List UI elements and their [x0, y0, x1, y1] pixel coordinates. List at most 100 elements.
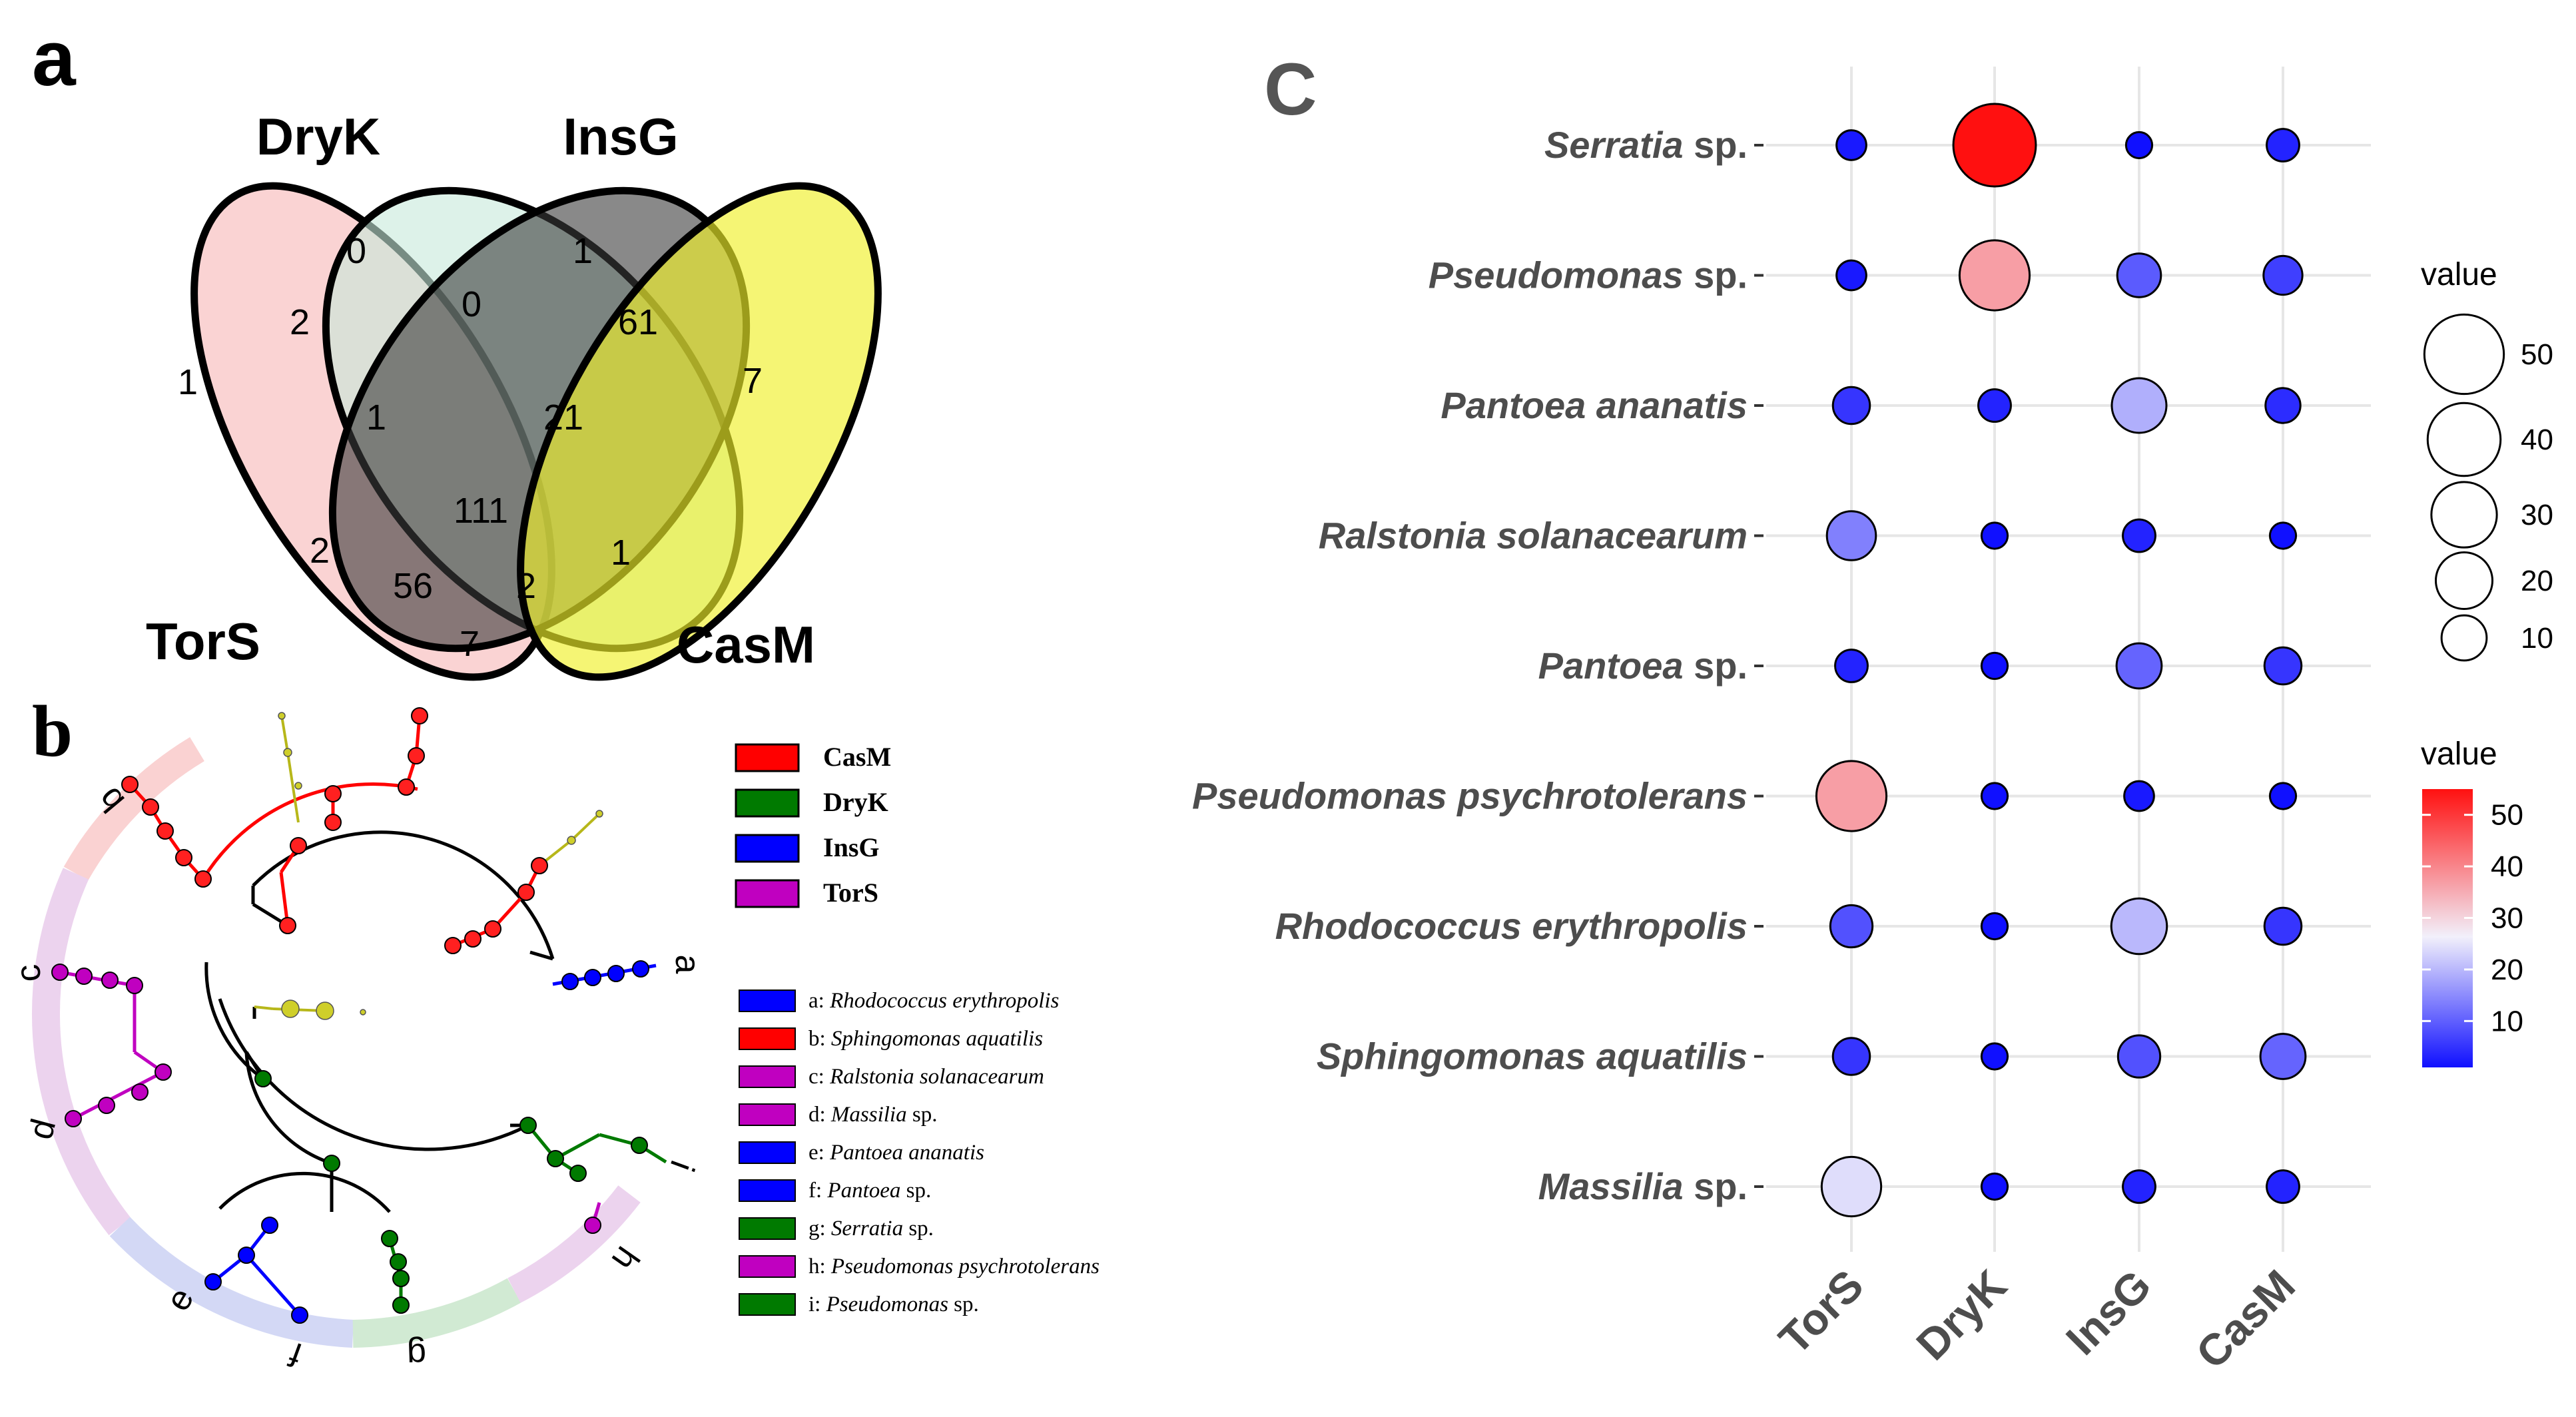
- bubble-point: [2268, 782, 2298, 810]
- size-legend-circle: [2430, 481, 2498, 549]
- venn-set-label-casm: CasM: [677, 615, 815, 674]
- clade-backbone: [204, 830, 555, 1213]
- venn-region-values: 0 1 1 7 2 0 61 1 21 111 2 56 1 2 7: [178, 231, 763, 664]
- taxa-name: Pseudomonas: [826, 1292, 948, 1316]
- bubble-point: [1825, 510, 1877, 561]
- size-legend-circle: [2434, 551, 2494, 611]
- color-legend-label: 10: [2491, 1005, 2523, 1037]
- taxa-name: Serratia: [831, 1217, 903, 1241]
- clade-tip-label: h: [604, 1239, 647, 1277]
- taxa-legend-item: i: Pseudomonas sp.: [739, 1292, 979, 1316]
- venn-region-value: 7: [743, 361, 763, 401]
- taxon-name: Pseudomonas: [1429, 254, 1684, 296]
- bubble-point: [1980, 651, 2009, 681]
- taxa-suffix: sp.: [900, 1179, 931, 1203]
- venn-region-value: 21: [543, 398, 583, 437]
- clade-nodes-insg: [204, 960, 649, 1324]
- panel-label-c: C: [1264, 49, 1317, 131]
- bubble-point: [2116, 252, 2162, 298]
- venn-region-value: 1: [178, 362, 198, 402]
- taxon-suffix: sp.: [1684, 1165, 1748, 1207]
- bubble-point: [1831, 1037, 1871, 1076]
- size-legend-label: 20: [2521, 565, 2553, 597]
- bubble-point: [2116, 1034, 2162, 1079]
- taxa-legend-item: e: Pantoea ananatis: [739, 1141, 984, 1165]
- taxa-key: f: [808, 1179, 816, 1203]
- taxa-name: Pantoea: [826, 1179, 900, 1203]
- bubble-point: [2264, 387, 2302, 424]
- clade-nodes-casm: [121, 707, 548, 954]
- clade-tip-label: a: [668, 955, 707, 974]
- y-tick-label: Pseudomonas psychrotolerans: [1192, 775, 1748, 817]
- taxon-name: Rhodococcus erythropolis: [1275, 905, 1748, 947]
- bubble-point: [2268, 521, 2298, 550]
- y-tick-label: Massilia sp.: [1538, 1165, 1748, 1207]
- bubble-point: [2262, 254, 2304, 296]
- legend-group-label: TorS: [823, 878, 878, 908]
- size-legend-circle: [2426, 402, 2502, 477]
- taxa-name: Pseudomonas psychrotolerans: [830, 1255, 1100, 1278]
- taxa-legend-item: f: Pantoea sp.: [739, 1179, 931, 1203]
- venn-region-value: 1: [366, 398, 386, 437]
- venn-region-value: 2: [516, 566, 536, 606]
- bubble-panel: C Serratia sp.Pseudomonas sp.Pantoea ana…: [1192, 49, 2553, 1378]
- bubble-point: [2122, 1169, 2156, 1204]
- clade-group-legend: CasM DryK InsG TorS: [735, 742, 891, 908]
- clade-ring-segment: [32, 868, 131, 1236]
- y-tick-label: Sphingomonas aquatilis: [1317, 1035, 1748, 1077]
- taxon-name: Ralstonia solanacearum: [1319, 515, 1748, 557]
- venn-set-label-dryk: DryK: [256, 107, 380, 166]
- venn-region-value: 2: [310, 531, 330, 571]
- taxon-name: Serratia: [1544, 124, 1684, 166]
- taxa-key: h: [808, 1255, 820, 1278]
- taxa-legend-item: d: Massilia sp.: [739, 1103, 937, 1127]
- bubble-point: [1952, 103, 2037, 188]
- taxon-name: Massilia: [1538, 1165, 1684, 1207]
- cladogram-panel: b: [9, 691, 1100, 1374]
- bubble-point: [1980, 912, 2009, 941]
- bubble-point: [1958, 239, 2031, 312]
- taxa-legend-item: b: Sphingomonas aquatilis: [739, 1027, 1043, 1051]
- taxa-legend-item: g: Serratia sp.: [739, 1217, 934, 1241]
- venn-region-value: 7: [460, 624, 480, 664]
- size-legend-circle: [2423, 313, 2505, 396]
- clade-ring: [32, 737, 641, 1348]
- x-tick-label: CasM: [2186, 1261, 2304, 1378]
- bubble-point: [1980, 1172, 2009, 1201]
- bubble-point: [2263, 646, 2303, 686]
- legend-group-label: CasM: [823, 742, 891, 772]
- size-legend-label: 30: [2521, 499, 2553, 531]
- taxa-suffix: sp.: [907, 1103, 938, 1127]
- venn-region-value: 2: [290, 302, 310, 342]
- bubble-point: [2122, 518, 2156, 553]
- size-legend-label: 50: [2521, 338, 2553, 371]
- legend-swatch-dryk: [735, 788, 800, 818]
- color-legend-title: value: [2421, 736, 2497, 772]
- clade-tip-label: c: [9, 963, 49, 984]
- taxon-name: Pseudomonas psychrotolerans: [1192, 775, 1748, 817]
- taxa-key: a: [808, 989, 818, 1013]
- venn-region-value: 56: [393, 566, 433, 606]
- taxa-legend-item: a: Rhodococcus erythropolis: [739, 989, 1059, 1013]
- taxa-suffix: sp.: [903, 1217, 934, 1241]
- size-legend-label: 10: [2521, 622, 2553, 655]
- bubble-point: [2123, 780, 2155, 812]
- svg-text:h: Pseudomonas psychrotolerans: h: Pseudomonas psychrotolerans: [808, 1255, 1100, 1278]
- y-tick-label: Pseudomonas sp.: [1429, 254, 1748, 296]
- clade-tip-label: i: [663, 1155, 701, 1176]
- clade-ring-segment: [507, 1185, 641, 1303]
- taxon-name: Pantoea: [1538, 645, 1684, 687]
- bubble-point: [1831, 386, 1871, 425]
- x-tick-label: InsG: [2057, 1261, 2160, 1364]
- taxa-legend-item: c: Ralstonia solanacearum: [739, 1065, 1044, 1089]
- taxon-suffix: sp.: [1684, 124, 1748, 166]
- bubble-point: [2124, 131, 2154, 160]
- legend-swatch-casm: [735, 743, 800, 772]
- bubble-point: [2266, 1169, 2300, 1204]
- size-legend-title: value: [2421, 257, 2497, 292]
- venn-ellipse-casm: [517, 182, 882, 681]
- clade-nodes-tors: [51, 964, 601, 1234]
